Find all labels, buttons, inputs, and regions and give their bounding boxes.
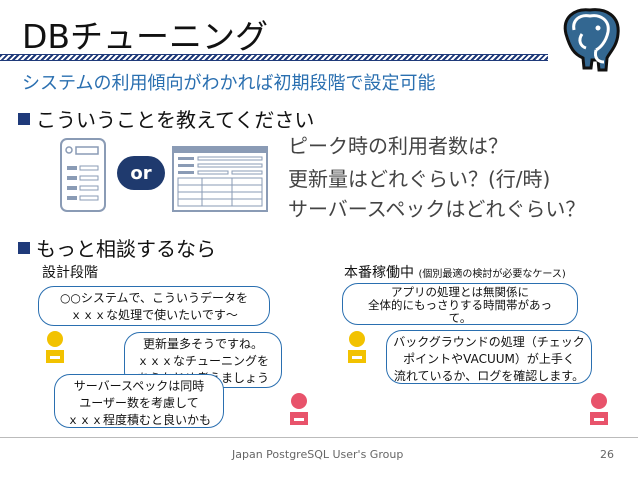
postgresql-elephant-logo	[563, 8, 620, 72]
user-pink-icon	[590, 393, 608, 425]
production-label: 本番稼働中	[344, 265, 414, 281]
footer-rule	[0, 437, 638, 438]
slide-title: DBチューニング	[22, 17, 269, 56]
callout-design-spec: サーバースペックは同時 ユーザー数を考慮して ｘｘｘ程度積むと良いかも	[54, 374, 224, 428]
subtitle: システムの利用傾向がわかれば初期段階で設定可能	[22, 73, 436, 94]
callout-production-slow: アプリの処理とは無関係に 全体的にもっさりする時間帯があっ て。	[342, 283, 578, 325]
bullet-marker	[18, 241, 30, 254]
bullet-marker	[18, 112, 30, 125]
user-pink-icon	[290, 393, 308, 425]
bullet-consult-text: もっと相談するなら	[36, 237, 216, 261]
or-badge: or	[117, 156, 165, 190]
desktop-app-icon	[172, 146, 268, 212]
bullet-consult: もっと相談するなら	[18, 233, 216, 262]
production-label-group: 本番稼働中 (個別最適の検討が必要なケース)	[344, 262, 566, 282]
user-yellow-icon	[348, 331, 366, 363]
callout-production-log: バックグラウンドの処理（チェック ポイントやVACUUM）が上手く 流れているか…	[386, 330, 592, 384]
page-number: 26	[600, 448, 614, 461]
question-update-volume: 更新量はどれぐらい？(行/時)	[288, 167, 551, 191]
design-phase-label: 設計段階	[42, 265, 98, 281]
footer-group: Japan PostgreSQL User's Group	[232, 448, 404, 461]
user-yellow-icon	[46, 331, 64, 363]
title-rule	[0, 54, 548, 61]
question-server-spec: サーバースペックはどれぐらい？	[288, 197, 586, 221]
bullet-request: こういうことを教えてください	[18, 104, 314, 133]
callout-design-request: ○○システムで、こういうデータを ｘｘｘな処理で使いたいです〜	[38, 286, 270, 326]
phone-icon	[60, 138, 106, 212]
bullet-request-text: こういうことを教えてください	[36, 108, 315, 132]
production-note: (個別最適の検討が必要なケース)	[418, 269, 566, 280]
question-peak-users: ピーク時の利用者数は？	[288, 134, 508, 158]
